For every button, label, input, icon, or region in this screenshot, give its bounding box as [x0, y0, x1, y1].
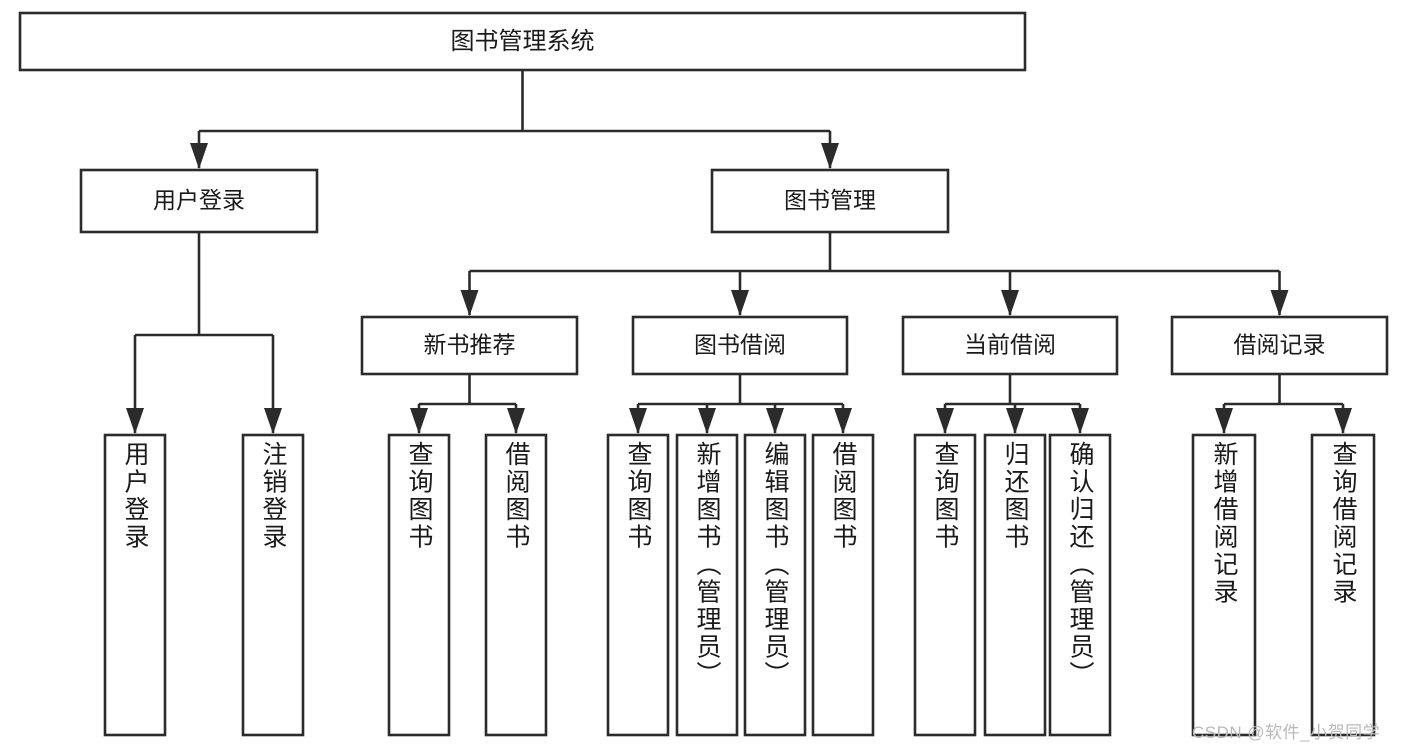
node-level2-当前借阅[interactable]: 当前借阅 — [901, 315, 1119, 376]
node-leaf-2-查询图书-box[interactable] — [387, 433, 451, 737]
node-leaf-2-查询图书[interactable] — [387, 433, 451, 737]
node-level1-用户登录[interactable]: 用户登录 — [79, 168, 319, 234]
node-leaf-8-查询图书-box[interactable] — [913, 433, 977, 737]
node-leaf-12-查询借阅记录-box[interactable] — [1310, 433, 1376, 737]
node-leaf-11-新增借阅记录[interactable] — [1191, 433, 1257, 737]
node-leaf-11-新增借阅记录-box[interactable] — [1191, 433, 1257, 737]
node-level1-用户登录-label: 用户登录 — [153, 187, 245, 213]
node-level2-图书借阅[interactable]: 图书借阅 — [631, 315, 849, 376]
arrow-head-icon-当前借阅-0 — [936, 408, 954, 434]
node-level2-当前借阅-box[interactable] — [901, 315, 1119, 376]
node-leaf-4-查询图书-box[interactable] — [606, 433, 670, 737]
arrow-head-icon-当前借阅-2 — [1071, 408, 1089, 434]
node-root-图书管理系统[interactable]: 图书管理系统 — [18, 11, 1027, 72]
arrow-head-icon-用户登录-0 — [126, 408, 144, 434]
node-level2-借阅记录[interactable]: 借阅记录 — [1170, 315, 1389, 376]
arrow-head-icon-mgmt-当前借阅 — [1001, 290, 1019, 316]
node-leaf-10-确认归还（管理员）-box[interactable] — [1048, 433, 1112, 737]
arrow-head-icon-mgmt-借阅记录 — [1270, 290, 1289, 316]
arrow-head-icon-图书借阅-1 — [698, 408, 716, 434]
node-leaf-0-用户登录-box[interactable] — [103, 433, 167, 737]
arrow-head-icon-借阅记录-0 — [1215, 408, 1233, 434]
node-level1-图书管理-box[interactable] — [710, 168, 950, 234]
arrow-head-icon-借阅记录-1 — [1334, 408, 1352, 434]
node-level1-图书管理[interactable]: 图书管理 — [710, 168, 950, 234]
node-root-图书管理系统-box[interactable] — [18, 11, 1027, 72]
node-leaf-5-新增图书（管理员）[interactable] — [675, 433, 739, 737]
arrow-head-icon-用户登录-1 — [264, 408, 282, 434]
node-leaf-8-查询图书[interactable] — [913, 433, 977, 737]
arrow-head-icon-图书借阅-0 — [629, 408, 647, 434]
connectors-layer — [126, 70, 1352, 434]
node-leaf-6-编辑图书（管理员）[interactable] — [743, 433, 807, 737]
node-leaf-7-借阅图书[interactable] — [811, 433, 875, 737]
node-leaf-9-归还图书-box[interactable] — [983, 433, 1047, 737]
arrow-head-icon-root-图书管理 — [821, 143, 839, 169]
arrow-head-icon-新书推荐-0 — [410, 408, 428, 434]
node-leaf-0-用户登录[interactable] — [103, 433, 167, 737]
node-level2-借阅记录-box[interactable] — [1170, 315, 1389, 376]
arrow-head-icon-新书推荐-1 — [507, 408, 525, 434]
arrow-head-icon-图书借阅-2 — [766, 408, 784, 434]
node-leaf-4-查询图书[interactable] — [606, 433, 670, 737]
node-level2-借阅记录-label: 借阅记录 — [1234, 332, 1326, 358]
node-leaf-3-借阅图书[interactable] — [484, 433, 548, 737]
node-leaf-5-新增图书（管理员）-box[interactable] — [675, 433, 739, 737]
node-leaf-3-借阅图书-box[interactable] — [484, 433, 548, 737]
node-level1-图书管理-label: 图书管理 — [784, 187, 876, 213]
node-level2-当前借阅-label: 当前借阅 — [964, 332, 1056, 358]
node-leaf-1-注销登录-box[interactable] — [241, 433, 305, 737]
node-leaf-9-归还图书[interactable] — [983, 433, 1047, 737]
node-level2-新书推荐-box[interactable] — [360, 315, 579, 376]
csdn-watermark: CSDN @软件_小贺同学 — [1192, 723, 1381, 742]
node-level2-新书推荐[interactable]: 新书推荐 — [360, 315, 579, 376]
arrow-head-icon-mgmt-图书借阅 — [731, 290, 749, 316]
arrow-head-icon-当前借阅-1 — [1006, 408, 1024, 434]
arrow-head-icon-root-用户登录 — [190, 143, 208, 169]
node-root-图书管理系统-label: 图书管理系统 — [451, 28, 595, 55]
node-level2-图书借阅-label: 图书借阅 — [694, 332, 786, 358]
node-leaf-7-借阅图书-box[interactable] — [811, 433, 875, 737]
arrow-head-icon-mgmt-新书推荐 — [460, 290, 479, 316]
node-leaf-12-查询借阅记录[interactable] — [1310, 433, 1376, 737]
arrow-head-icon-图书借阅-3 — [834, 408, 852, 434]
node-leaf-10-确认归还（管理员）[interactable] — [1048, 433, 1112, 737]
node-level2-新书推荐-label: 新书推荐 — [424, 332, 516, 358]
node-level1-用户登录-box[interactable] — [79, 168, 319, 234]
node-leaf-6-编辑图书（管理员）-box[interactable] — [743, 433, 807, 737]
node-leaf-1-注销登录[interactable] — [241, 433, 305, 737]
node-level2-图书借阅-box[interactable] — [631, 315, 849, 376]
